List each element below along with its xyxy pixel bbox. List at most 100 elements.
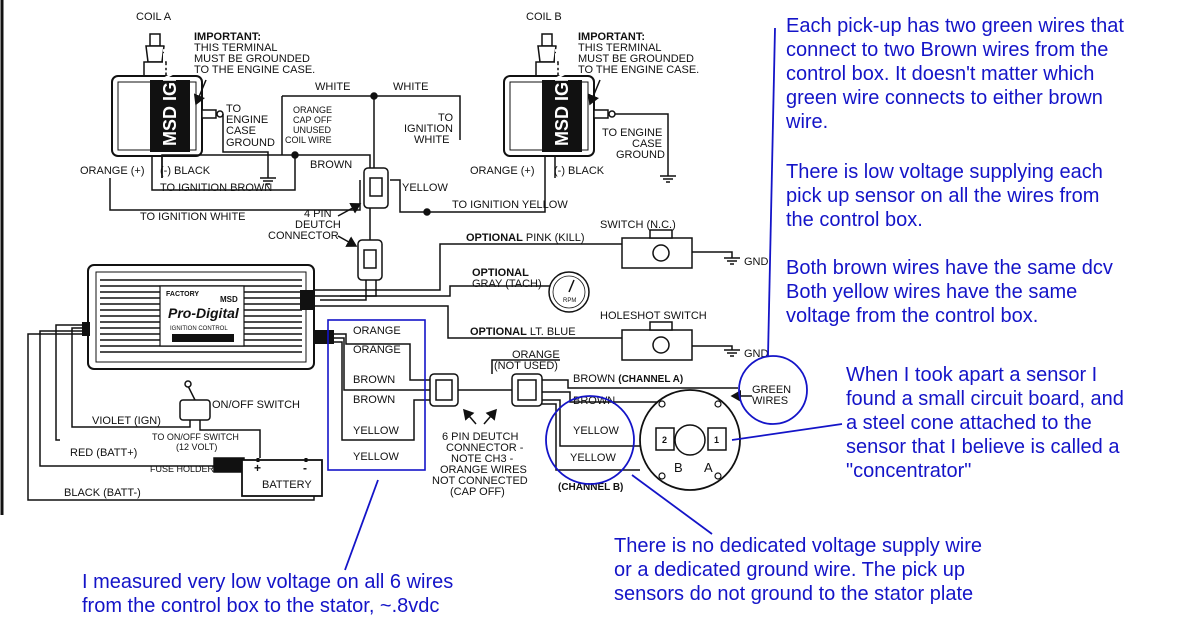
coil-b-ground-label: CASE — [632, 138, 662, 150]
harness-label: ORANGE — [353, 344, 401, 356]
four-pin-connector-label: CONNECTOR — [268, 230, 339, 242]
power-labels: ON/OFF SWITCH VIOLET (IGN) TO ON/OFF SWI… — [64, 399, 312, 499]
sensor-pointer-line — [731, 423, 843, 441]
six-pin-connector-label: 6 PIN DEUTCH — [442, 431, 518, 443]
harness-label: BROWN — [353, 374, 395, 386]
coil-a-ground-label: GROUND — [226, 137, 275, 149]
harness-labels: ORANGE ORANGE BROWN BROWN YELLOW YELLOW — [353, 325, 401, 463]
coil-a-black: (-) BLACK — [160, 165, 211, 177]
harness-label: YELLOW — [353, 451, 399, 463]
control-box: FACTORY MSD Pro-Digital IGNITION CONTROL — [82, 264, 334, 370]
red-batt-label: RED (BATT+) — [70, 447, 137, 459]
note-same-dcv: Both brown wires have the same dcv Both … — [786, 257, 1113, 327]
note-no-dedicated-supply: There is no dedicated voltage supply wir… — [614, 535, 982, 605]
wire-label-to-ignition-white-long: TO IGNITION WHITE — [140, 211, 246, 223]
note-sensor-concentrator: When I took apart a sensor I found a sma… — [846, 364, 1124, 482]
six-pin-connector-label: (CAP OFF) — [450, 486, 505, 498]
coil-a-important-line: THIS TERMINAL — [194, 42, 278, 54]
battery-plus: + — [254, 461, 261, 475]
wire-label-white: WHITE — [393, 81, 428, 93]
to-switch-label: (12 VOLT) — [176, 442, 217, 452]
optional-gray-label: GRAY (TACH) — [472, 278, 542, 290]
six-pin-connector-label: NOT CONNECTED — [432, 475, 528, 487]
coil-a-ground-label: ENGINE — [226, 114, 268, 126]
coil-a-ground-label: CASE — [226, 125, 256, 137]
harness-label: ORANGE — [353, 325, 401, 337]
stator-orange-label: (NOT USED) — [494, 360, 558, 372]
on-off-switch-label: ON/OFF SWITCH — [212, 399, 300, 411]
harness-label: BROWN — [353, 394, 395, 406]
optional-labels: OPTIONAL PINK (KILL) OPTIONAL GRAY (TACH… — [466, 232, 585, 338]
wire-label-to-ignition-yellow: TO IGNITION YELLOW — [452, 199, 568, 211]
stator-letter-a: A — [704, 460, 713, 475]
coil-b-important-line: THIS TERMINAL — [578, 42, 662, 54]
coil-b-logo: MSD IGNITION — [552, 21, 572, 146]
six-pin-connector-label: CONNECTOR - — [446, 442, 524, 454]
fuse-holder-label: FUSE HOLDER — [150, 464, 215, 474]
harness-label: YELLOW — [353, 425, 399, 437]
harness-wiring — [334, 333, 738, 471]
six-pin-connector-label: ORANGE WIRES — [440, 464, 527, 476]
optional-blue-label: OPTIONAL LT. BLUE — [470, 326, 576, 338]
top-wiring — [109, 92, 546, 301]
pickup-pointer-line — [767, 27, 776, 357]
stator-sensor-1-label: 1 — [714, 435, 719, 445]
coil-b-important-line: MUST BE GROUNDED — [578, 53, 694, 65]
stator-yellow-b-label: YELLOW — [570, 452, 616, 464]
violet-ign-label: VIOLET (IGN) — [92, 415, 161, 427]
stator-orange-label: ORANGE — [512, 349, 560, 361]
harness-highlight-box — [327, 319, 426, 471]
six-pin-connector-label: NOTE CH3 - — [451, 453, 514, 465]
wire-label-orange-cap: CAP OFF — [293, 115, 332, 125]
wire-label-yellow: YELLOW — [402, 182, 448, 194]
coil-a-logo: MSD IGNITION — [160, 21, 180, 146]
coil-a-orange: ORANGE (+) — [80, 165, 144, 177]
stator-brown-a-label: BROWN (CHANNEL A) — [573, 373, 683, 385]
box-msd-label: MSD — [220, 295, 238, 304]
coil-a: MSD IGNITION COIL A IMPORTANT: THIS TERM… — [80, 11, 315, 185]
coil-b-important-line: TO THE ENGINE CASE. — [578, 64, 699, 76]
note-low-voltage: There is low voltage supplying each pick… — [786, 161, 1103, 231]
wire-label-to-ignition-brown: TO IGNITION BROWN — [160, 182, 272, 194]
stator: 2 1 B A — [639, 389, 741, 491]
coil-b-ground-label: GROUND — [616, 149, 665, 161]
gnd-label: GND — [744, 256, 769, 268]
box-brand-label: Pro-Digital — [168, 305, 240, 321]
coil-b-black: (-) BLACK — [554, 165, 605, 177]
wire-label-orange-cap: ORANGE — [293, 105, 332, 115]
coil-a-important: IMPORTANT: — [194, 31, 261, 43]
battery-minus: - — [303, 461, 307, 475]
measured-pointer-line — [344, 479, 379, 571]
green-wires-circle — [738, 355, 808, 425]
wire-label-white: WHITE — [315, 81, 350, 93]
black-batt-label: BLACK (BATT-) — [64, 487, 141, 499]
holeshot-switch: HOLESHOT SWITCH GND — [600, 310, 769, 361]
coil-a-ground-label: TO — [226, 103, 242, 115]
stator-channel-b-label: (CHANNEL B) — [558, 482, 623, 493]
power-wiring — [27, 324, 323, 501]
stator-wires-circle — [545, 395, 635, 485]
stator-sensor-2-label: 2 — [662, 435, 667, 445]
wire-label-to-ignition-white: IGNITION — [404, 123, 453, 135]
green-wires-label: GREEN — [752, 384, 791, 396]
four-pin-connector-label: 4 PIN — [304, 208, 332, 220]
wire-label-orange-cap: COIL WIRE — [285, 135, 332, 145]
coil-b-orange: ORANGE (+) — [470, 165, 534, 177]
battery-label: BATTERY — [262, 479, 312, 491]
tachometer: RPM — [548, 271, 590, 313]
coil-a-important-line: MUST BE GROUNDED — [194, 53, 310, 65]
no-supply-pointer-line — [631, 474, 713, 535]
wire-label-orange-cap: UNUSED — [293, 125, 332, 135]
gnd-label: GND — [744, 348, 769, 360]
top-wire-labels: WHITE WHITE ORANGE CAP OFF UNUSED COIL W… — [140, 81, 568, 247]
optional-gray-label: OPTIONAL — [472, 267, 529, 279]
switch-nc: SWITCH (N.C.) GND — [600, 219, 769, 269]
annotation-marks — [344, 27, 843, 571]
stator-labels: ORANGE (NOT USED) BROWN (CHANNEL A) BROW… — [432, 349, 791, 498]
stator-yellow-a-label: YELLOW — [573, 425, 619, 437]
box-factory-label: FACTORY — [166, 291, 199, 298]
optional-wires — [310, 243, 733, 350]
wire-label-to-ignition-white: TO — [438, 112, 454, 124]
